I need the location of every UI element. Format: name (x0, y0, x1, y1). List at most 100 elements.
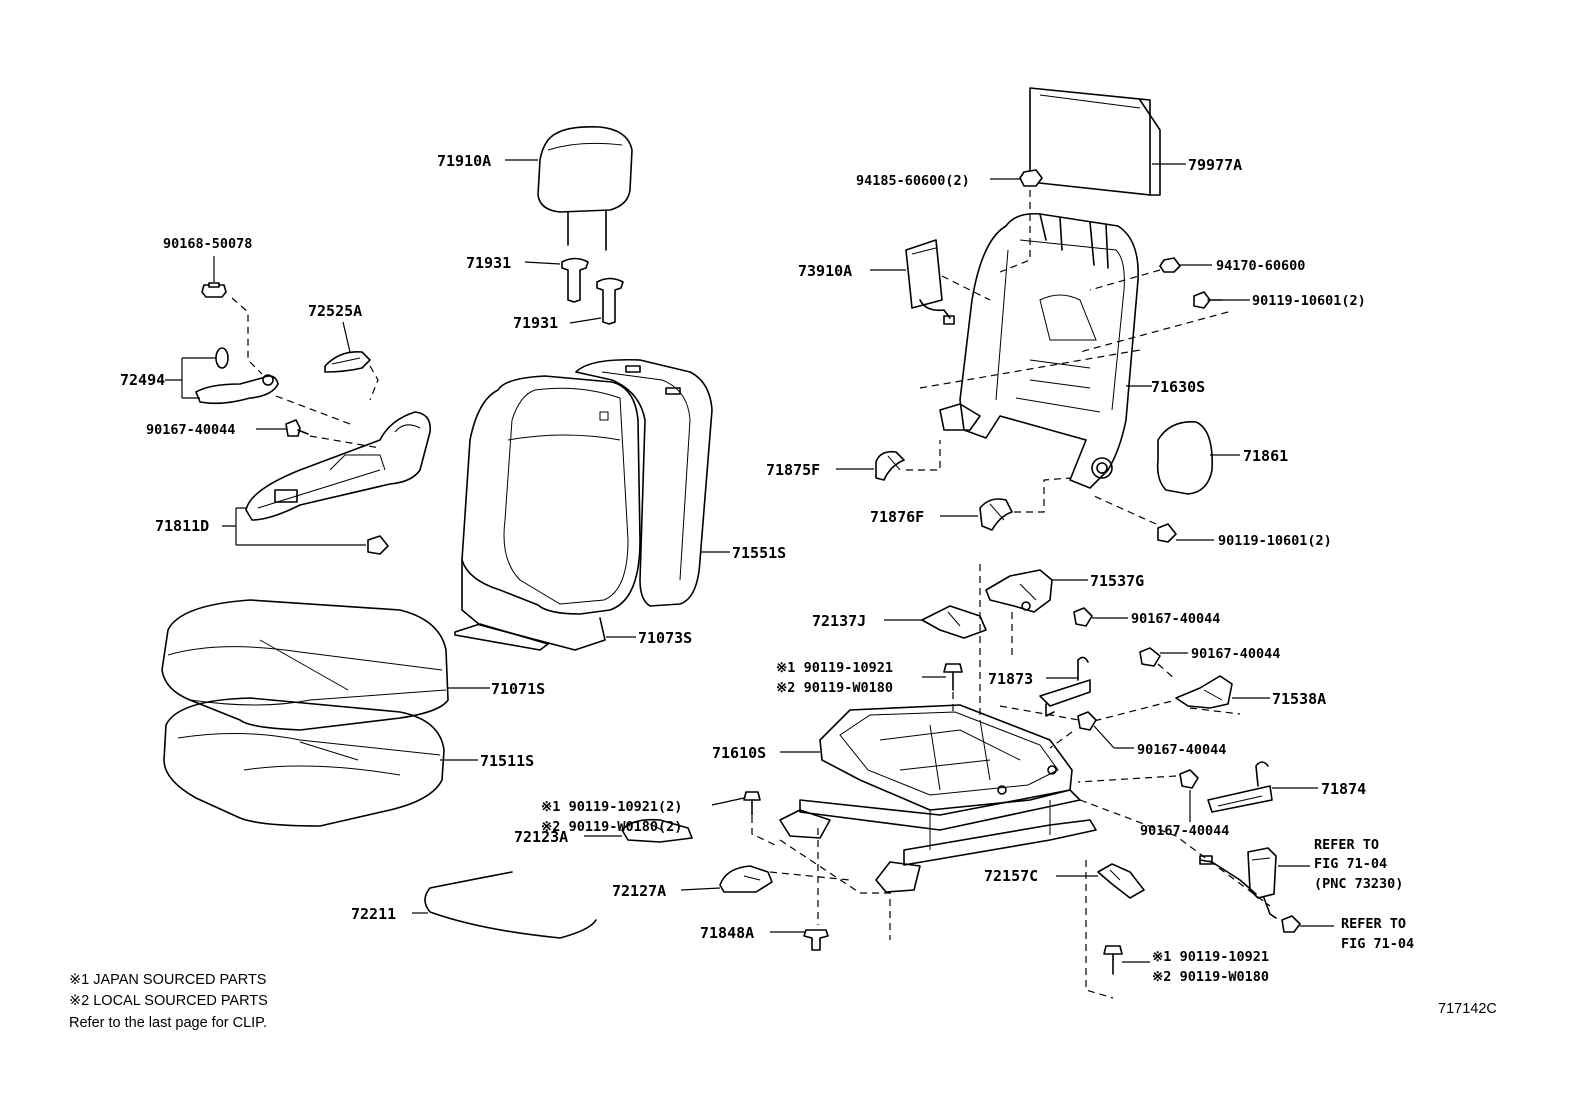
label-90167-40044-c: 90167-40044 (1191, 646, 1280, 662)
label-71873: 71873 (988, 670, 1033, 688)
bracket-drawing-71538A (1175, 675, 1233, 709)
guide-dashes-j (1085, 860, 1114, 999)
figure-id: 717142C (1438, 1001, 1497, 1017)
guide-dashes-y (1077, 775, 1177, 783)
nut-drawing-94185 (1019, 169, 1043, 187)
label-71071S: 71071S (491, 680, 545, 698)
leader-90167d-a (1093, 725, 1115, 749)
pad-drawing-79977A (1029, 87, 1161, 196)
bolt-drawing-90167c (1139, 647, 1161, 667)
label-m1a: ※1 90119-10921 (776, 660, 893, 676)
label-pnc-73230: (PNC 73230) (1314, 876, 1403, 892)
guide-dashes-g (779, 839, 891, 940)
label-71537G: 71537G (1090, 572, 1144, 590)
guide-dashes-o (1079, 311, 1229, 353)
seatback-pad-drawing (575, 358, 713, 607)
label-m2a: ※2 90119-W0180 (776, 680, 893, 696)
label-90167-40044-d: 90167-40044 (1137, 742, 1226, 758)
guide-dashes-q (1014, 477, 1071, 513)
label-71538A: 71538A (1272, 690, 1326, 708)
bolt-drawing-90119a (1193, 291, 1223, 309)
label-71848A: 71848A (700, 924, 754, 942)
label-71811D: 71811D (155, 517, 209, 535)
label-71073S: 71073S (638, 629, 692, 647)
label-72525A: 72525A (308, 302, 362, 320)
guide-dashes-z (1079, 799, 1271, 907)
leader-71931a (524, 261, 561, 265)
guide-dashes-b (369, 365, 379, 401)
label-72494: 72494 (120, 371, 165, 389)
guide-dashes-u (1157, 663, 1177, 681)
guide-dashes-v (999, 699, 1177, 723)
bolt-drawing-90119b (1157, 523, 1177, 543)
guide-dashes-c (275, 395, 351, 425)
label-90167-40044-e: 90167-40044 (1140, 823, 1229, 839)
leader-72127A (680, 887, 721, 891)
clip-drawing-71848A (803, 929, 829, 951)
label-79977A: 79977A (1188, 156, 1242, 174)
clip-drawing-71811D (367, 535, 389, 555)
bracket-72494 (165, 357, 216, 399)
guide-dashes-a (231, 297, 263, 375)
note-local-sourced: ※2 LOCAL SOURCED PARTS (69, 993, 268, 1009)
label-90167-40044-b: 90167-40044 (1131, 611, 1220, 627)
guide-dashes-k (999, 190, 1031, 273)
bolt-drawing-b (743, 791, 761, 816)
label-73910A: 73910A (798, 262, 852, 280)
side-shield-drawing-71811D (245, 411, 432, 521)
label-94170-60600: 94170-60600 (1216, 258, 1305, 274)
guide-dashes-n (1089, 269, 1161, 291)
bolt-drawing-a (943, 663, 963, 691)
seat-cushion-cover-drawing (161, 599, 449, 731)
label-72157C: 72157C (984, 867, 1038, 885)
label-90167-40044-a: 90167-40044 (146, 422, 235, 438)
guide-dashes-m (919, 349, 1141, 389)
bolt-drawing-90167e (1179, 769, 1199, 789)
wire-drawing-72211 (424, 871, 597, 939)
label-71861: 71861 (1243, 447, 1288, 465)
label-72137J: 72137J (812, 612, 866, 630)
screw-drawing-90168 (201, 282, 227, 298)
label-m1c: ※1 90119-10921 (1152, 949, 1269, 965)
bracket-drawing-71537G (985, 569, 1053, 613)
cover-drawing-72123A (621, 818, 693, 843)
label-71610S: 71610S (712, 744, 766, 762)
guide-dashes-l (941, 275, 991, 301)
bracket-drawing-71874 (1207, 761, 1273, 813)
headrest-support-drawing (561, 257, 624, 325)
label-72123A: 72123A (514, 828, 568, 846)
leader-71931b (569, 317, 602, 324)
label-71875F: 71875F (766, 461, 820, 479)
screw-drawing-90167a (285, 419, 309, 437)
back-frame-drawing-71630S (939, 212, 1139, 489)
label-90168-50078: 90168-50078 (163, 236, 252, 252)
guide-dashes-p (906, 440, 941, 471)
note-clip-reference: Refer to the last page for CLIP. (69, 1015, 267, 1031)
cover-drawing-72525A (324, 350, 371, 373)
label-refer-to-2: REFER TO (1341, 916, 1406, 932)
headrest-drawing (537, 125, 633, 251)
guide-dashes-d (309, 435, 381, 449)
leader-m1b (711, 797, 745, 806)
bolt-drawing-90167d (1077, 711, 1097, 731)
label-m2b: ※2 90119-W0180(2) (541, 819, 682, 835)
bolt-drawing-c (1103, 945, 1123, 975)
label-90119-10601-b: 90119-10601(2) (1218, 533, 1332, 549)
label-71876F: 71876F (870, 508, 924, 526)
guide-dashes-r (1093, 495, 1157, 525)
label-m2c: ※2 90119-W0180 (1152, 969, 1269, 985)
label-refer-to-1: REFER TO (1314, 837, 1379, 853)
label-fig-71-04-2: FIG 71-04 (1341, 936, 1414, 952)
label-72211: 72211 (351, 905, 396, 923)
leader-72525A (342, 321, 351, 353)
label-71874: 71874 (1321, 780, 1366, 798)
seat-track-frame-drawing (779, 704, 1097, 893)
guide-dashes-h (769, 871, 851, 881)
label-72127A: 72127A (612, 882, 666, 900)
cover-drawing-71861 (1156, 421, 1213, 495)
guide-dashes-x (1049, 731, 1073, 749)
bracket-71811D (222, 507, 366, 546)
clip-drawing-71875F (875, 450, 905, 481)
guide-dashes-e (751, 816, 776, 846)
label-71551S: 71551S (732, 544, 786, 562)
